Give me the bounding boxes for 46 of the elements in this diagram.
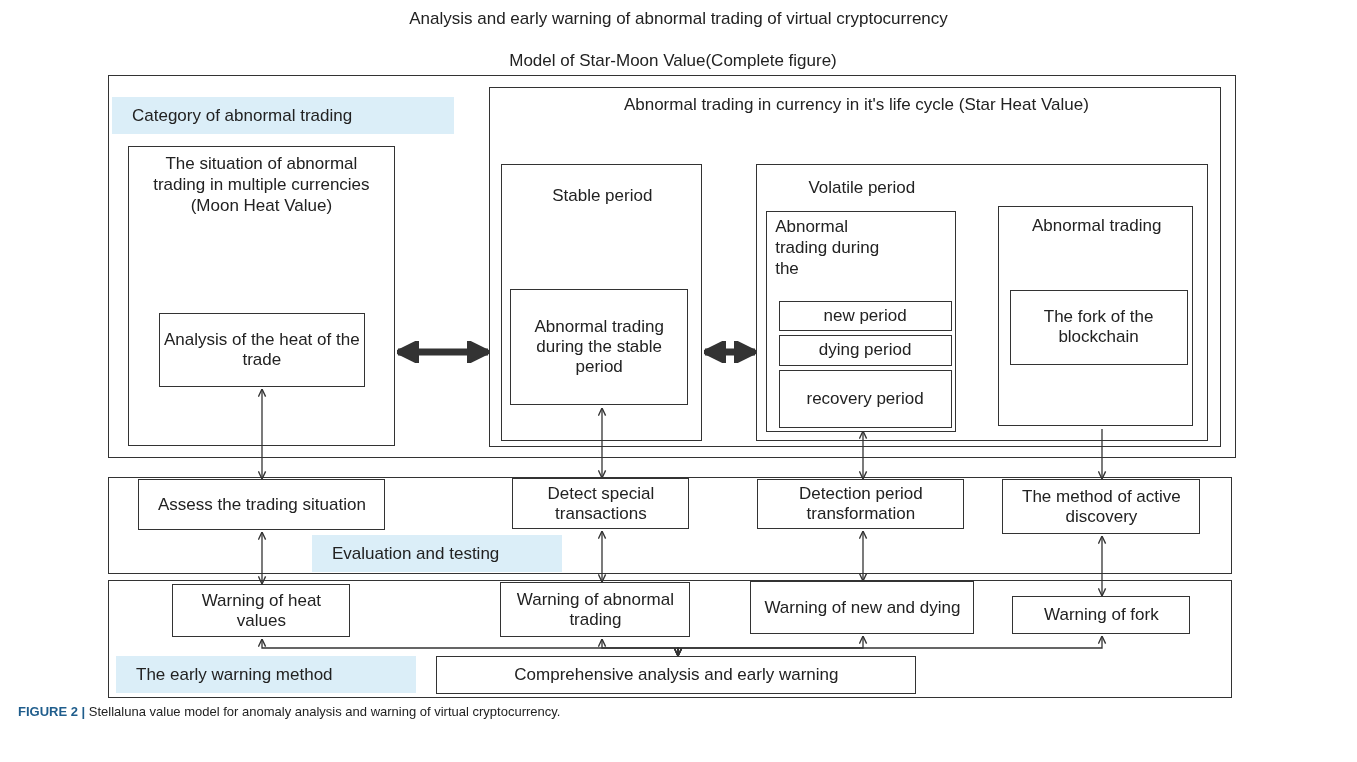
group-box [998,206,1194,427]
arrow [858,430,868,480]
process-box: Warning of abnormal trading [500,582,691,638]
process-box: The method of active discovery [1002,479,1201,535]
group-title: Abnormal trading during the [775,216,881,280]
group-box [108,477,1232,574]
section-label: Category of abnormal trading [112,97,454,134]
group-title: The situation of abnormal trading in multiple currencies (Moon Heat Value) [152,153,371,217]
process-box: dying period [778,334,952,366]
process-box: Warning of new and dying [750,581,975,635]
figure-caption: FIGURE 2 | Stellaluna value model for anomaly analysis and warning of virtual cryptocurrency. [18,703,561,721]
group-box [489,87,1222,448]
process-box: Detect special transactions [512,478,690,530]
group-title: Volatile period [807,176,917,198]
double-arrow [395,339,491,365]
group-title: Stable period [551,184,654,206]
process-box: Warning of fork [1012,596,1191,635]
arrow [1097,428,1107,480]
group-title: Abnormal trading in currency in it's life cycle (Star Heat Value) [622,94,1090,116]
double-arrow [702,339,758,365]
arrow [673,635,1107,657]
process-box: Assess the trading situation [138,479,386,531]
process-box: Abnormal trading during the stable period [510,289,689,406]
arrow [257,388,267,480]
group-box [128,146,396,447]
process-box: recovery period [778,369,952,428]
section-label: The early warning method [116,656,416,693]
group-title: Abnormal trading [1030,215,1163,237]
group-title: Model of Star-Moon Value(Complete figure) [508,50,838,71]
arrow [257,531,267,585]
group-box [766,211,957,433]
arrow [858,530,868,582]
arrow [597,407,607,479]
group-box [500,163,702,441]
group-box [108,580,1232,698]
diagram-title: Analysis and early warning of abnormal trading of virtual cryptocurrency [408,8,949,29]
process-box: new period [778,300,952,331]
process-box: Analysis of the heat of the trade [158,312,365,387]
process-box: The fork of the blockchain [1009,289,1188,365]
arrow [1097,535,1107,597]
process-box: Detection period transformation [757,479,965,530]
arrow [597,530,607,583]
process-box: Warning of heat values [172,584,351,638]
process-box: Comprehensive analysis and early warning [436,656,917,695]
section-label: Evaluation and testing [312,535,562,572]
group-box [755,163,1208,441]
